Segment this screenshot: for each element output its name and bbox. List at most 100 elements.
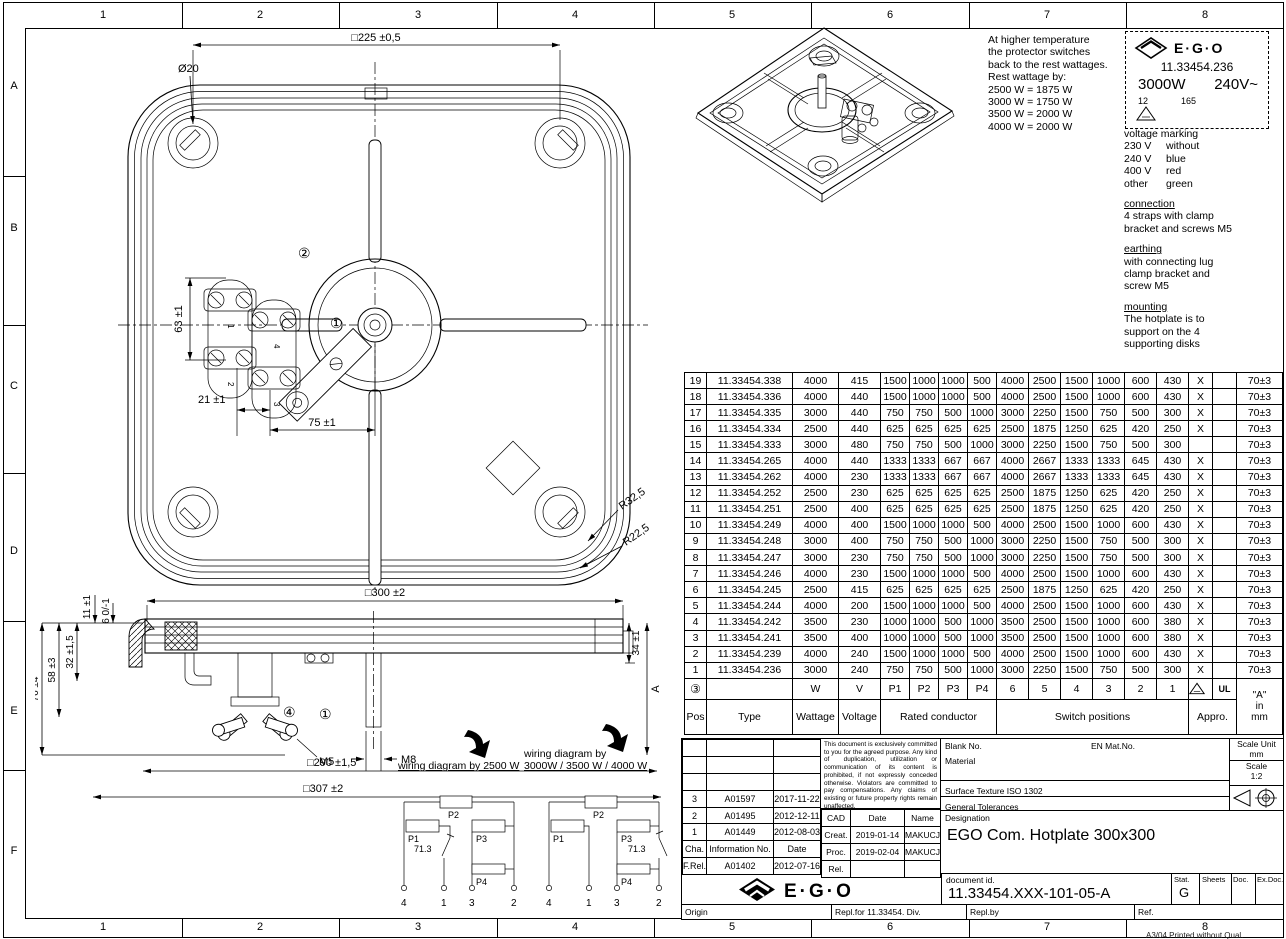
grid-row-label: B bbox=[10, 222, 18, 234]
grid-col-label: 3 bbox=[414, 921, 422, 933]
material-block: Blank No. EN Mat.No. Material bbox=[941, 739, 1230, 781]
wiring-diagram-3000-4000 bbox=[546, 795, 668, 891]
ego-logo-icon: E·G·O bbox=[1134, 37, 1224, 59]
ego-logo-icon: E·G·O bbox=[739, 878, 851, 902]
svg-text:P1: P1 bbox=[408, 834, 419, 844]
grid-col-label: 4 bbox=[571, 9, 579, 21]
grid-col-label: 5 bbox=[728, 921, 736, 933]
plate-part-number: 11.33454.236 bbox=[1160, 60, 1234, 74]
repl-for-label: Repl.for 11.33454. Div. bbox=[835, 907, 921, 917]
svg-text:P4: P4 bbox=[476, 877, 487, 887]
grid-row-label: D bbox=[10, 545, 18, 557]
en-mat-label: EN Mat.No. bbox=[1091, 741, 1135, 751]
dim-6: 6 0/-1 bbox=[101, 598, 112, 624]
svg-text:3: 3 bbox=[272, 402, 281, 407]
material-label: Material bbox=[945, 756, 976, 766]
spec-header-labels: Pos Type Wattage Voltage Rated conductor… bbox=[684, 698, 1283, 735]
terminal-block: 1 2 4 3 bbox=[203, 279, 301, 419]
hotplate-isometric-view bbox=[695, 27, 955, 203]
svg-text:4: 4 bbox=[546, 898, 552, 909]
doc-id-label: document id. bbox=[946, 875, 995, 885]
dim-11: 11 ±1 bbox=[82, 594, 93, 619]
svg-text:4: 4 bbox=[272, 344, 281, 349]
svg-text:3: 3 bbox=[469, 898, 475, 909]
svg-text:1: 1 bbox=[586, 898, 592, 909]
grid-col-label: 4 bbox=[571, 921, 579, 933]
scale-box: Scale 1:2 bbox=[1230, 761, 1283, 786]
disclaimer-text: This document is exclusively committed t… bbox=[821, 739, 941, 810]
ref-label: Ref. bbox=[1138, 907, 1154, 917]
svg-text:2: 2 bbox=[226, 382, 235, 387]
hotplate-section-view: □300 ±2 11 ±1 6 0/-1 32 ±1,5 58 ±3 76 ±4… bbox=[35, 587, 662, 800]
grid-col-label: 5 bbox=[728, 9, 736, 21]
projection-symbol-icon bbox=[1232, 788, 1277, 808]
hotplate-top-view: 1 2 4 3 □225 ±0,5 Ø20 63 ±1 21 ±1 75 ±1 … bbox=[118, 32, 652, 590]
grid-col-label: 7 bbox=[1043, 9, 1051, 21]
dim-d20: Ø20 bbox=[178, 63, 199, 75]
thermostat-arm bbox=[278, 327, 373, 422]
cad-row: Rel. bbox=[821, 859, 941, 878]
grid-col-label: 6 bbox=[886, 921, 894, 933]
label-m5: M5 bbox=[319, 756, 334, 768]
dim-76: 76 ±4 bbox=[35, 676, 41, 701]
label-m8: M8 bbox=[401, 754, 416, 766]
m5-screws bbox=[212, 713, 298, 741]
grid-col-label: 7 bbox=[1043, 921, 1051, 933]
balloon-4: ④ bbox=[283, 704, 296, 720]
doc-id-band: E·G·O document id. 11.33454.XXX-101-05-A… bbox=[682, 874, 1283, 904]
dim-r32: R32,5 bbox=[617, 486, 648, 513]
vde-triangle-icon bbox=[1136, 106, 1156, 121]
revision-row bbox=[681, 739, 822, 757]
balloon-1: ① bbox=[330, 315, 343, 331]
general-tolerances-row: General Tolerances bbox=[941, 797, 1230, 812]
voltage-marking-title: voltage marking bbox=[1124, 128, 1199, 140]
grid-col-label: 3 bbox=[414, 9, 422, 21]
origin-row: Origin Repl.for 11.33454. Div. Repl.by R… bbox=[682, 904, 1283, 920]
revision-row bbox=[681, 772, 822, 791]
repl-by-label: Repl.by bbox=[970, 907, 999, 917]
ul-mark-icon: UL bbox=[1218, 683, 1231, 694]
rating-label-plate: E·G·O 11.33454.236 3000W 240V~ 12 165 bbox=[1125, 31, 1269, 129]
svg-text:1: 1 bbox=[226, 324, 235, 329]
svg-text:71.3: 71.3 bbox=[414, 844, 432, 854]
origin-label: Origin bbox=[685, 907, 708, 917]
scale-unit-box: Scale Unit mm bbox=[1230, 739, 1283, 761]
mounting-title: mounting bbox=[1124, 300, 1168, 313]
temperature-note: At higher temperature the protector swit… bbox=[988, 34, 1108, 133]
balloon-1b: ① bbox=[319, 706, 332, 722]
wiring-title-2500: wiring diagram by 2500 W bbox=[398, 760, 520, 772]
dim-300: □300 ±2 bbox=[365, 587, 405, 599]
wiring-diagram-2500 bbox=[401, 795, 517, 891]
dim-225: □225 ±0,5 bbox=[351, 32, 400, 44]
iso-terminal-assembly bbox=[840, 98, 879, 144]
svg-text:P2: P2 bbox=[448, 810, 459, 820]
dim-21: 21 ±1 bbox=[198, 394, 225, 406]
projection-symbol-box bbox=[1230, 786, 1283, 811]
svg-text:3: 3 bbox=[614, 898, 620, 909]
pointer-arrow-icon bbox=[464, 730, 490, 758]
svg-text:E·G·O: E·G·O bbox=[1174, 40, 1224, 56]
